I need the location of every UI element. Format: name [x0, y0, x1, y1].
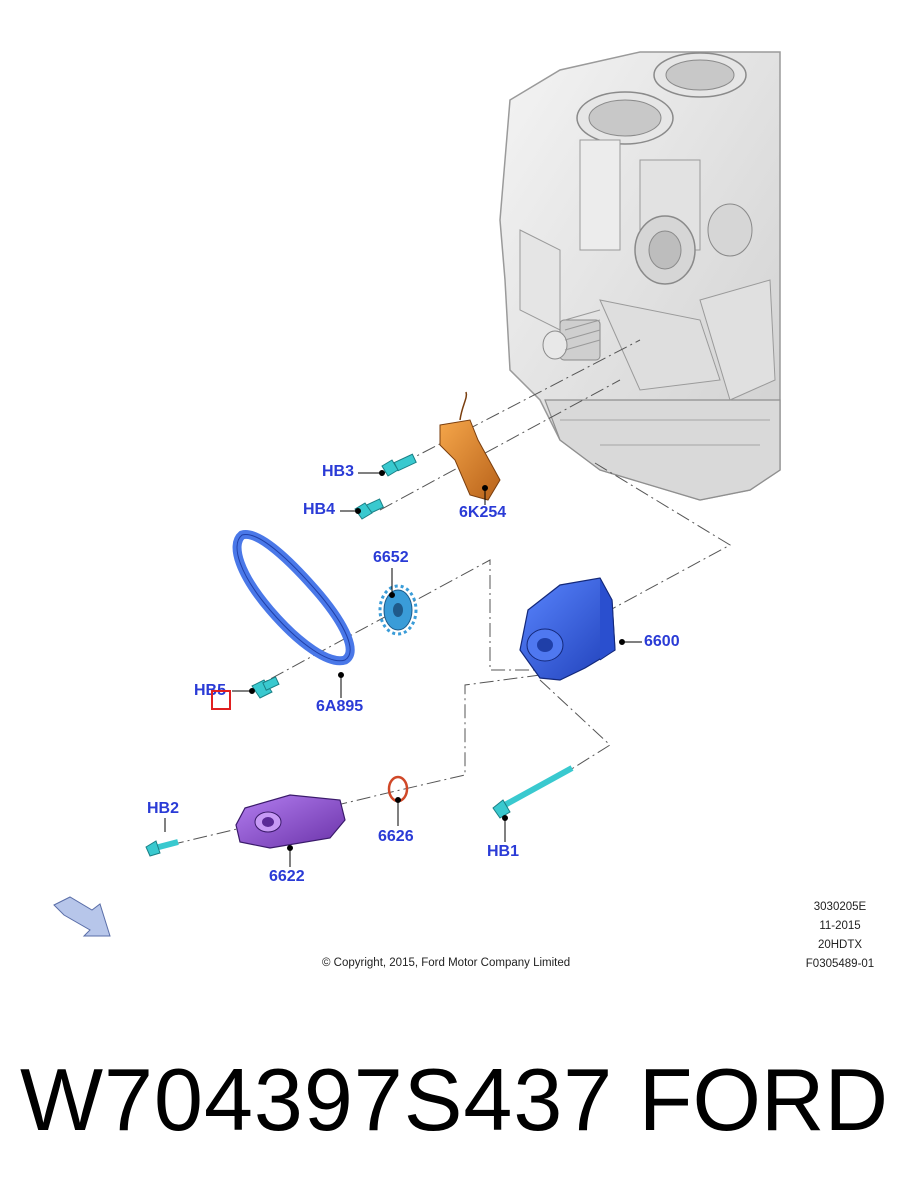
- footer-caption: W704397S437 FORD: [0, 1040, 912, 1160]
- bolt-hb2-part: [145, 839, 179, 857]
- callout-hb4: HB4: [303, 501, 336, 518]
- view-direction-arrow-icon: [53, 896, 111, 937]
- meta-code: 3030205E: [813, 901, 867, 913]
- callout-6652: 6652: [373, 549, 409, 566]
- callout-hb2: HB2: [147, 800, 180, 817]
- bolt-hb4-part: [354, 498, 385, 520]
- callout-hb1: HB1: [487, 843, 520, 860]
- chain-tensioner-part: [439, 391, 501, 501]
- meta-date: 11-2015: [819, 920, 861, 932]
- oil-pump-part: [519, 577, 616, 681]
- meta-figure-id: F0305489-01: [805, 958, 875, 970]
- leader-lines: [164, 470, 642, 867]
- part-number: W704397S437: [20, 1050, 614, 1149]
- meta-engine: 20HDTX: [817, 939, 863, 951]
- copyright-text: © Copyright, 2015, Ford Motor Company Li…: [322, 957, 571, 969]
- engine-block: [499, 51, 781, 501]
- callout-hb3: HB3: [322, 463, 355, 480]
- callout-hb5: HB5: [194, 682, 227, 699]
- callout-6k254: 6K254: [459, 504, 507, 521]
- callout-6626: 6626: [378, 828, 414, 845]
- highlight-box: [211, 690, 231, 710]
- exploded-diagram: HB3 HB4 6K254 6652 6600 HB5 6A895 HB2 66…: [53, 51, 890, 974]
- callout-6622: 6622: [269, 868, 305, 885]
- bolt-hb1-part: [492, 765, 574, 819]
- figure-meta: 3030205E 11-2015 20HDTX F0305489-01: [790, 898, 890, 974]
- oil-pump-chain-part: [232, 530, 355, 666]
- brand-name: FORD: [638, 1050, 888, 1149]
- callout-6600: 6600: [644, 633, 680, 650]
- callout-6a895: 6A895: [316, 698, 364, 715]
- oil-pickup-part: [235, 794, 346, 849]
- bolt-hb3-part: [381, 453, 417, 477]
- bolt-hb5-part: [251, 676, 280, 699]
- sprocket-part: [378, 584, 418, 636]
